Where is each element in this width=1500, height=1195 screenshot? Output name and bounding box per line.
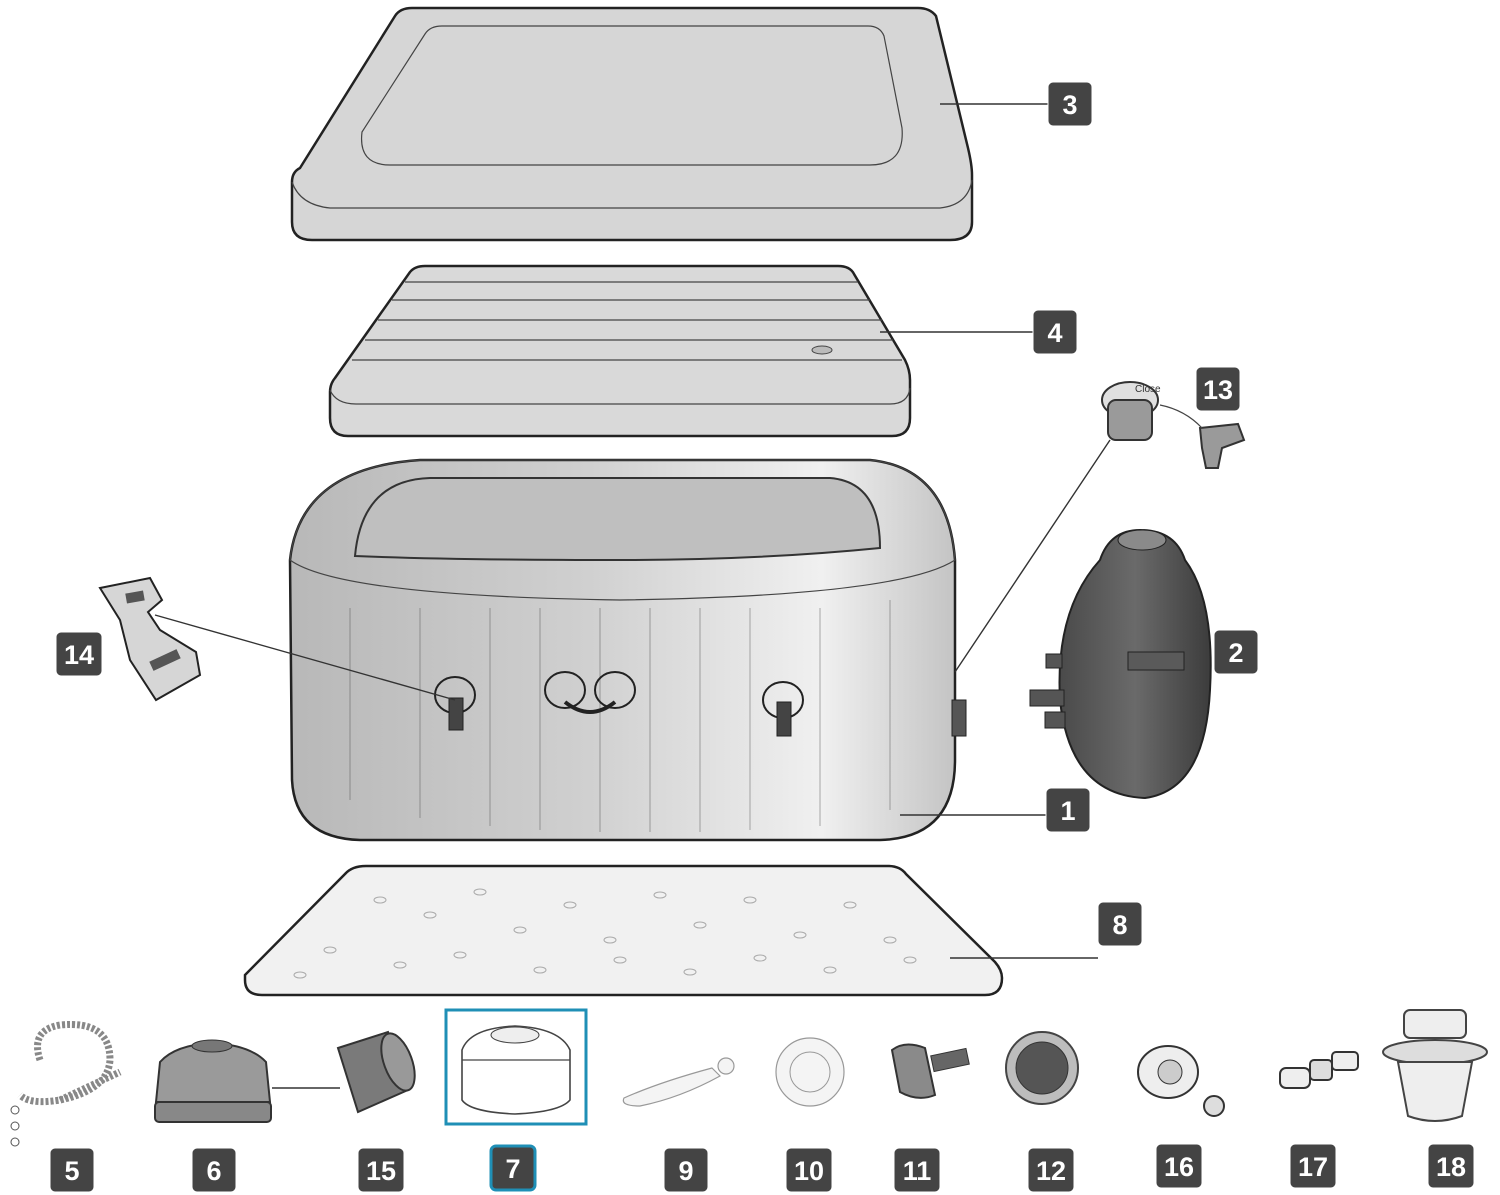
- badge-part-11: 11: [893, 1147, 941, 1193]
- connector-nut-part: [775, 1037, 845, 1107]
- svg-text:11: 11: [903, 1156, 932, 1186]
- tub-wall-seams: [349, 600, 891, 832]
- inflatable-lid-part: [328, 264, 912, 438]
- svg-text:17: 17: [1298, 1152, 1328, 1182]
- svg-text:14: 14: [64, 640, 94, 670]
- badge-part-9: 9: [663, 1147, 709, 1193]
- badge-part-7[interactable]: 7: [489, 1144, 537, 1192]
- badge-part-8: 8: [1097, 901, 1143, 947]
- badge-part-5: 5: [49, 1147, 95, 1193]
- svg-text:8: 8: [1112, 910, 1127, 940]
- svg-text:6: 6: [206, 1156, 221, 1186]
- tub-handle: [544, 671, 636, 714]
- badge-part-13: 13: [1195, 366, 1241, 412]
- badge-part-15: 15: [357, 1147, 405, 1193]
- selected-part-frame[interactable]: [444, 1008, 588, 1126]
- pump-nozzle-part: [1279, 1051, 1359, 1089]
- svg-text:1: 1: [1060, 796, 1075, 826]
- badge-part-4: 4: [1032, 309, 1078, 355]
- badge-part-18: 18: [1427, 1143, 1475, 1189]
- tub-body-part: [288, 458, 967, 842]
- badge-part-6: 6: [191, 1147, 237, 1193]
- tub-strap-anchor-left: [434, 676, 476, 731]
- svg-text:15: 15: [366, 1156, 396, 1186]
- leader-lines: [154, 103, 1111, 959]
- filter-cartridge-part: [336, 1030, 416, 1114]
- filter-housing-part: [154, 1039, 272, 1123]
- svg-text:9: 9: [678, 1156, 693, 1186]
- badge-part-16: 16: [1155, 1143, 1203, 1189]
- svg-text:18: 18: [1436, 1152, 1466, 1182]
- badge-part-2: 2: [1213, 629, 1259, 675]
- pump-part: [1029, 528, 1212, 800]
- valve-close-text: Close: [1135, 384, 1161, 395]
- svg-text:3: 3: [1062, 90, 1077, 120]
- svg-text:4: 4: [1047, 318, 1062, 348]
- hose-part: [10, 1020, 122, 1147]
- valve-adapter-part: [1382, 1009, 1488, 1122]
- valve-part: Close: [1101, 381, 1246, 469]
- svg-text:13: 13: [1203, 375, 1233, 405]
- badge-part-3: 3: [1047, 81, 1093, 127]
- scrub-brush-part: [622, 1057, 735, 1107]
- svg-text:12: 12: [1036, 1156, 1066, 1186]
- filter-cap-part: [461, 1025, 571, 1115]
- badge-part-10: 10: [785, 1147, 833, 1193]
- ground-mat-part: [243, 864, 1004, 997]
- svg-text:2: 2: [1228, 638, 1243, 668]
- svg-text:16: 16: [1164, 1152, 1194, 1182]
- badge-part-17: 17: [1289, 1143, 1337, 1189]
- adapter-part: [890, 1043, 970, 1099]
- tub-strap-anchor-right: [762, 681, 804, 737]
- drain-cap-part: [1005, 1031, 1079, 1105]
- cover-part: [290, 6, 974, 242]
- svg-text:7: 7: [505, 1154, 520, 1184]
- badge-part-14: 14: [55, 631, 103, 677]
- inflation-valve-part: [1137, 1045, 1225, 1117]
- badge-part-12: 12: [1027, 1147, 1075, 1193]
- svg-text:5: 5: [64, 1156, 79, 1186]
- badge-part-1: 1: [1045, 787, 1091, 833]
- buckle-part: [98, 576, 202, 702]
- svg-text:10: 10: [794, 1156, 824, 1186]
